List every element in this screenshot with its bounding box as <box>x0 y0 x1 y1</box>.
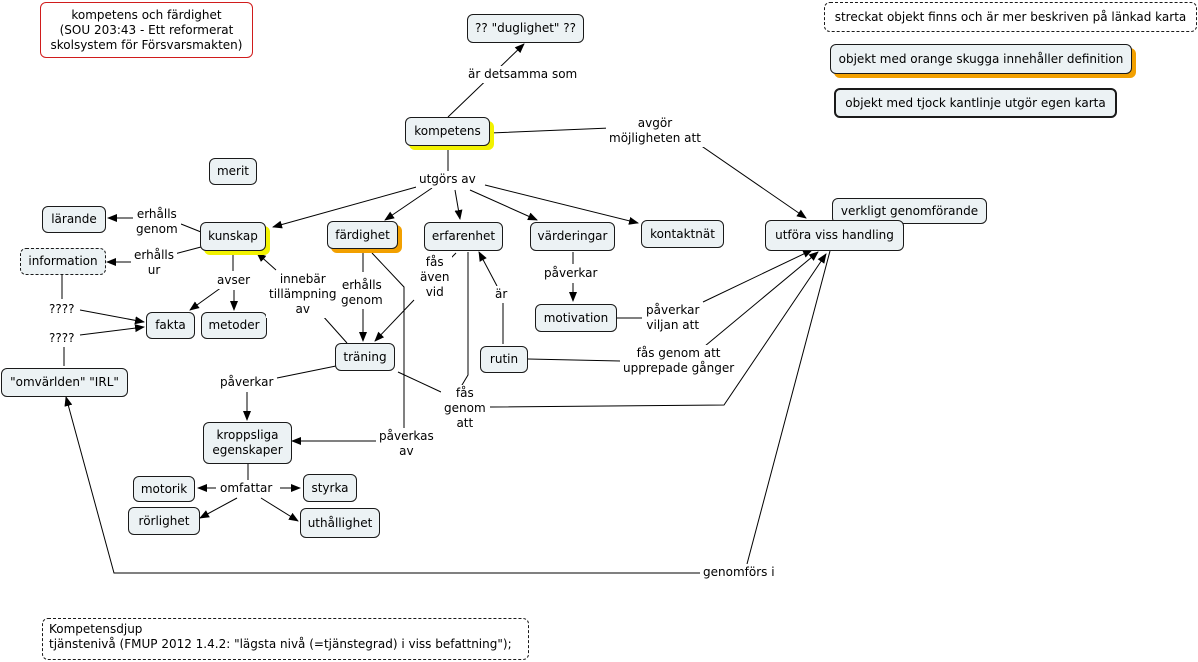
node-verkligt-genomforande[interactable]: verkligt genomförande <box>832 198 987 224</box>
node-rorlighet[interactable]: rörlighet <box>128 507 200 535</box>
node-information[interactable]: information <box>20 248 106 275</box>
link-kunskap-erhalls <box>180 223 202 233</box>
link-label-ar: är <box>492 286 511 303</box>
legend-dashed: streckat objekt finns och är mer beskriv… <box>824 2 1197 32</box>
link-q2-fakta <box>79 324 145 336</box>
node-fakta[interactable]: fakta <box>146 312 195 339</box>
link-omfattar-uthallighet <box>260 497 299 522</box>
node-kroppsliga-egenskaper[interactable]: kroppsliga egenskaper <box>203 422 292 464</box>
node-motivation[interactable]: motivation <box>535 304 617 332</box>
link-label-paverkar-1: påverkar <box>541 265 601 282</box>
link-rutin-fasgenom <box>527 358 621 362</box>
node-styrka[interactable]: styrka <box>303 474 357 502</box>
map-title: kompetens och färdighet (SOU 203:43 - Et… <box>40 2 253 58</box>
node-omvarlden[interactable]: "omvärlden" "IRL" <box>1 368 128 397</box>
node-larande[interactable]: lärande <box>42 206 106 233</box>
link-traning-paverkar <box>276 365 337 379</box>
link-utgors-fardighet <box>384 187 433 221</box>
link-label-paverkas-av: påverkas av <box>376 428 437 460</box>
node-uthallighet[interactable]: uthållighet <box>300 508 380 538</box>
link-label-fas-aven-vid: fås även vid <box>417 254 453 301</box>
link-label-q1: ???? <box>46 301 78 318</box>
node-merit[interactable]: merit <box>209 158 257 185</box>
node-kontaktnat[interactable]: kontaktnät <box>641 220 724 248</box>
link-label-utgors-av: utgörs av <box>416 171 479 188</box>
link-traning-innebar <box>321 314 348 344</box>
link-avser-fakta <box>189 286 223 311</box>
link-label-paverkar-viljan: påverkar viljan att <box>643 302 703 334</box>
link-label-erhalls-genom-2: erhålls genom <box>338 277 386 309</box>
link-label-innebar: innebär tillämpning av <box>266 271 340 318</box>
link-traning-fasgenomatt <box>397 371 442 393</box>
link-fasgenom-utfora <box>704 251 819 347</box>
link-label-fas-genom-att-upprepade: fås genom att upprepade gånger <box>620 345 738 377</box>
link-label-fas-genom-att: fås genom att <box>441 385 489 432</box>
link-utgors-varderingar <box>469 189 538 221</box>
node-erfarenhet[interactable]: erfarenhet <box>424 222 503 251</box>
node-kompetens[interactable]: kompetens <box>405 117 490 146</box>
link-erfarenhet-fasgenomatt <box>452 252 469 401</box>
link-label-avser: avser <box>214 272 254 289</box>
kompetensdjup-note[interactable]: Kompetensdjup tjänstenivå (FMUP 2012 1.4… <box>42 618 529 660</box>
node-fardighet[interactable]: färdighet <box>327 221 398 249</box>
link-label-paverkar-2: påverkar <box>217 374 277 391</box>
link-utfora-genomfors <box>746 250 831 565</box>
link-label-erhalls-genom-1: erhålls genom <box>133 206 181 238</box>
link-utgors-erfarenhet <box>454 189 463 220</box>
node-traning[interactable]: träning <box>335 343 395 371</box>
link-ar-erfarenhet <box>478 251 498 287</box>
node-duglighet[interactable]: ?? "duglighet" ?? <box>467 14 584 43</box>
link-paverkar-utfora <box>702 249 813 303</box>
link-label-q2: ???? <box>46 330 78 347</box>
node-varderingar[interactable]: värderingar <box>530 222 615 251</box>
link-label-ar-detsamma-som: är detsamma som <box>465 66 581 83</box>
link-omfattar-rorlighet <box>199 497 238 519</box>
legend-orange-shadow: objekt med orange skugga innehåller defi… <box>830 44 1132 74</box>
link-label-genomfors-i: genomförs i <box>700 564 778 581</box>
link-innebar-kunskap <box>256 252 277 271</box>
node-metoder[interactable]: metoder <box>201 312 267 339</box>
node-motorik[interactable]: motorik <box>133 476 195 502</box>
link-label-avgor: avgör möjligheten att <box>606 115 704 147</box>
link-label-omfattar: omfattar <box>217 480 276 497</box>
link-utgors-kontaktnat <box>484 184 639 225</box>
legend-thick-border: objekt med tjock kantlinje utgör egen ka… <box>834 88 1117 118</box>
node-utfora-viss-handling[interactable]: utföra viss handling <box>765 220 904 251</box>
link-q1-fakta <box>79 309 145 325</box>
link-label-erhalls-ur: erhålls ur <box>131 247 177 279</box>
node-rutin[interactable]: rutin <box>480 346 528 373</box>
node-kunskap[interactable]: kunskap <box>200 222 266 251</box>
